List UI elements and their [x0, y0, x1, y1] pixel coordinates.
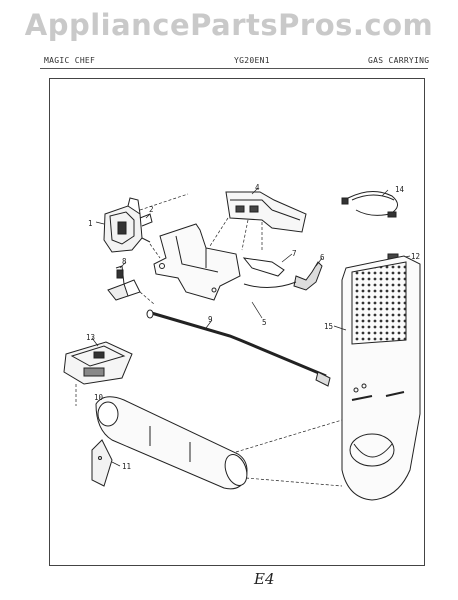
page-mark: E4 — [253, 570, 275, 588]
header-section: GAS CARRYING — [368, 56, 430, 65]
combustion-chamber-panel-part[interactable] — [341, 255, 421, 501]
callout-14: 14 — [395, 185, 405, 194]
site-watermark: AppliancePartsPros.com — [24, 8, 434, 42]
callout-8: 8 — [122, 257, 127, 266]
burner-tube-part[interactable] — [95, 396, 251, 490]
callout-9: 9 — [208, 315, 213, 324]
callout-1: 1 — [88, 219, 93, 228]
callout-4: 4 — [255, 183, 260, 192]
header-rule — [40, 68, 428, 69]
header-model: YG20EN1 — [234, 56, 270, 65]
diagram-frame — [49, 78, 425, 566]
callout-10: 10 — [94, 393, 104, 402]
callout-2: 2 — [149, 205, 154, 214]
header-brand: MAGIC CHEF — [44, 56, 96, 65]
igniter-part[interactable] — [243, 261, 323, 291]
callout-5: 5 — [262, 318, 267, 327]
callout-15: 15 — [324, 322, 333, 331]
burner-housing-part[interactable] — [225, 191, 307, 233]
burner-bracket-part[interactable] — [91, 439, 113, 487]
callout-13: 13 — [86, 333, 95, 342]
wire-harness-part[interactable] — [341, 191, 398, 218]
burner-control-assembly-part[interactable] — [63, 341, 133, 385]
mounting-bracket-part[interactable] — [153, 223, 241, 301]
gas-tube-part[interactable] — [146, 309, 331, 387]
callout-11: 11 — [122, 462, 131, 471]
callout-6: 6 — [320, 253, 325, 262]
orifice-fitting-part[interactable] — [107, 265, 141, 301]
callout-7: 7 — [292, 249, 297, 258]
callout-12: 12 — [411, 252, 420, 261]
flame-sensor-bracket-part[interactable] — [242, 257, 285, 277]
gas-valve-part[interactable] — [103, 197, 153, 253]
